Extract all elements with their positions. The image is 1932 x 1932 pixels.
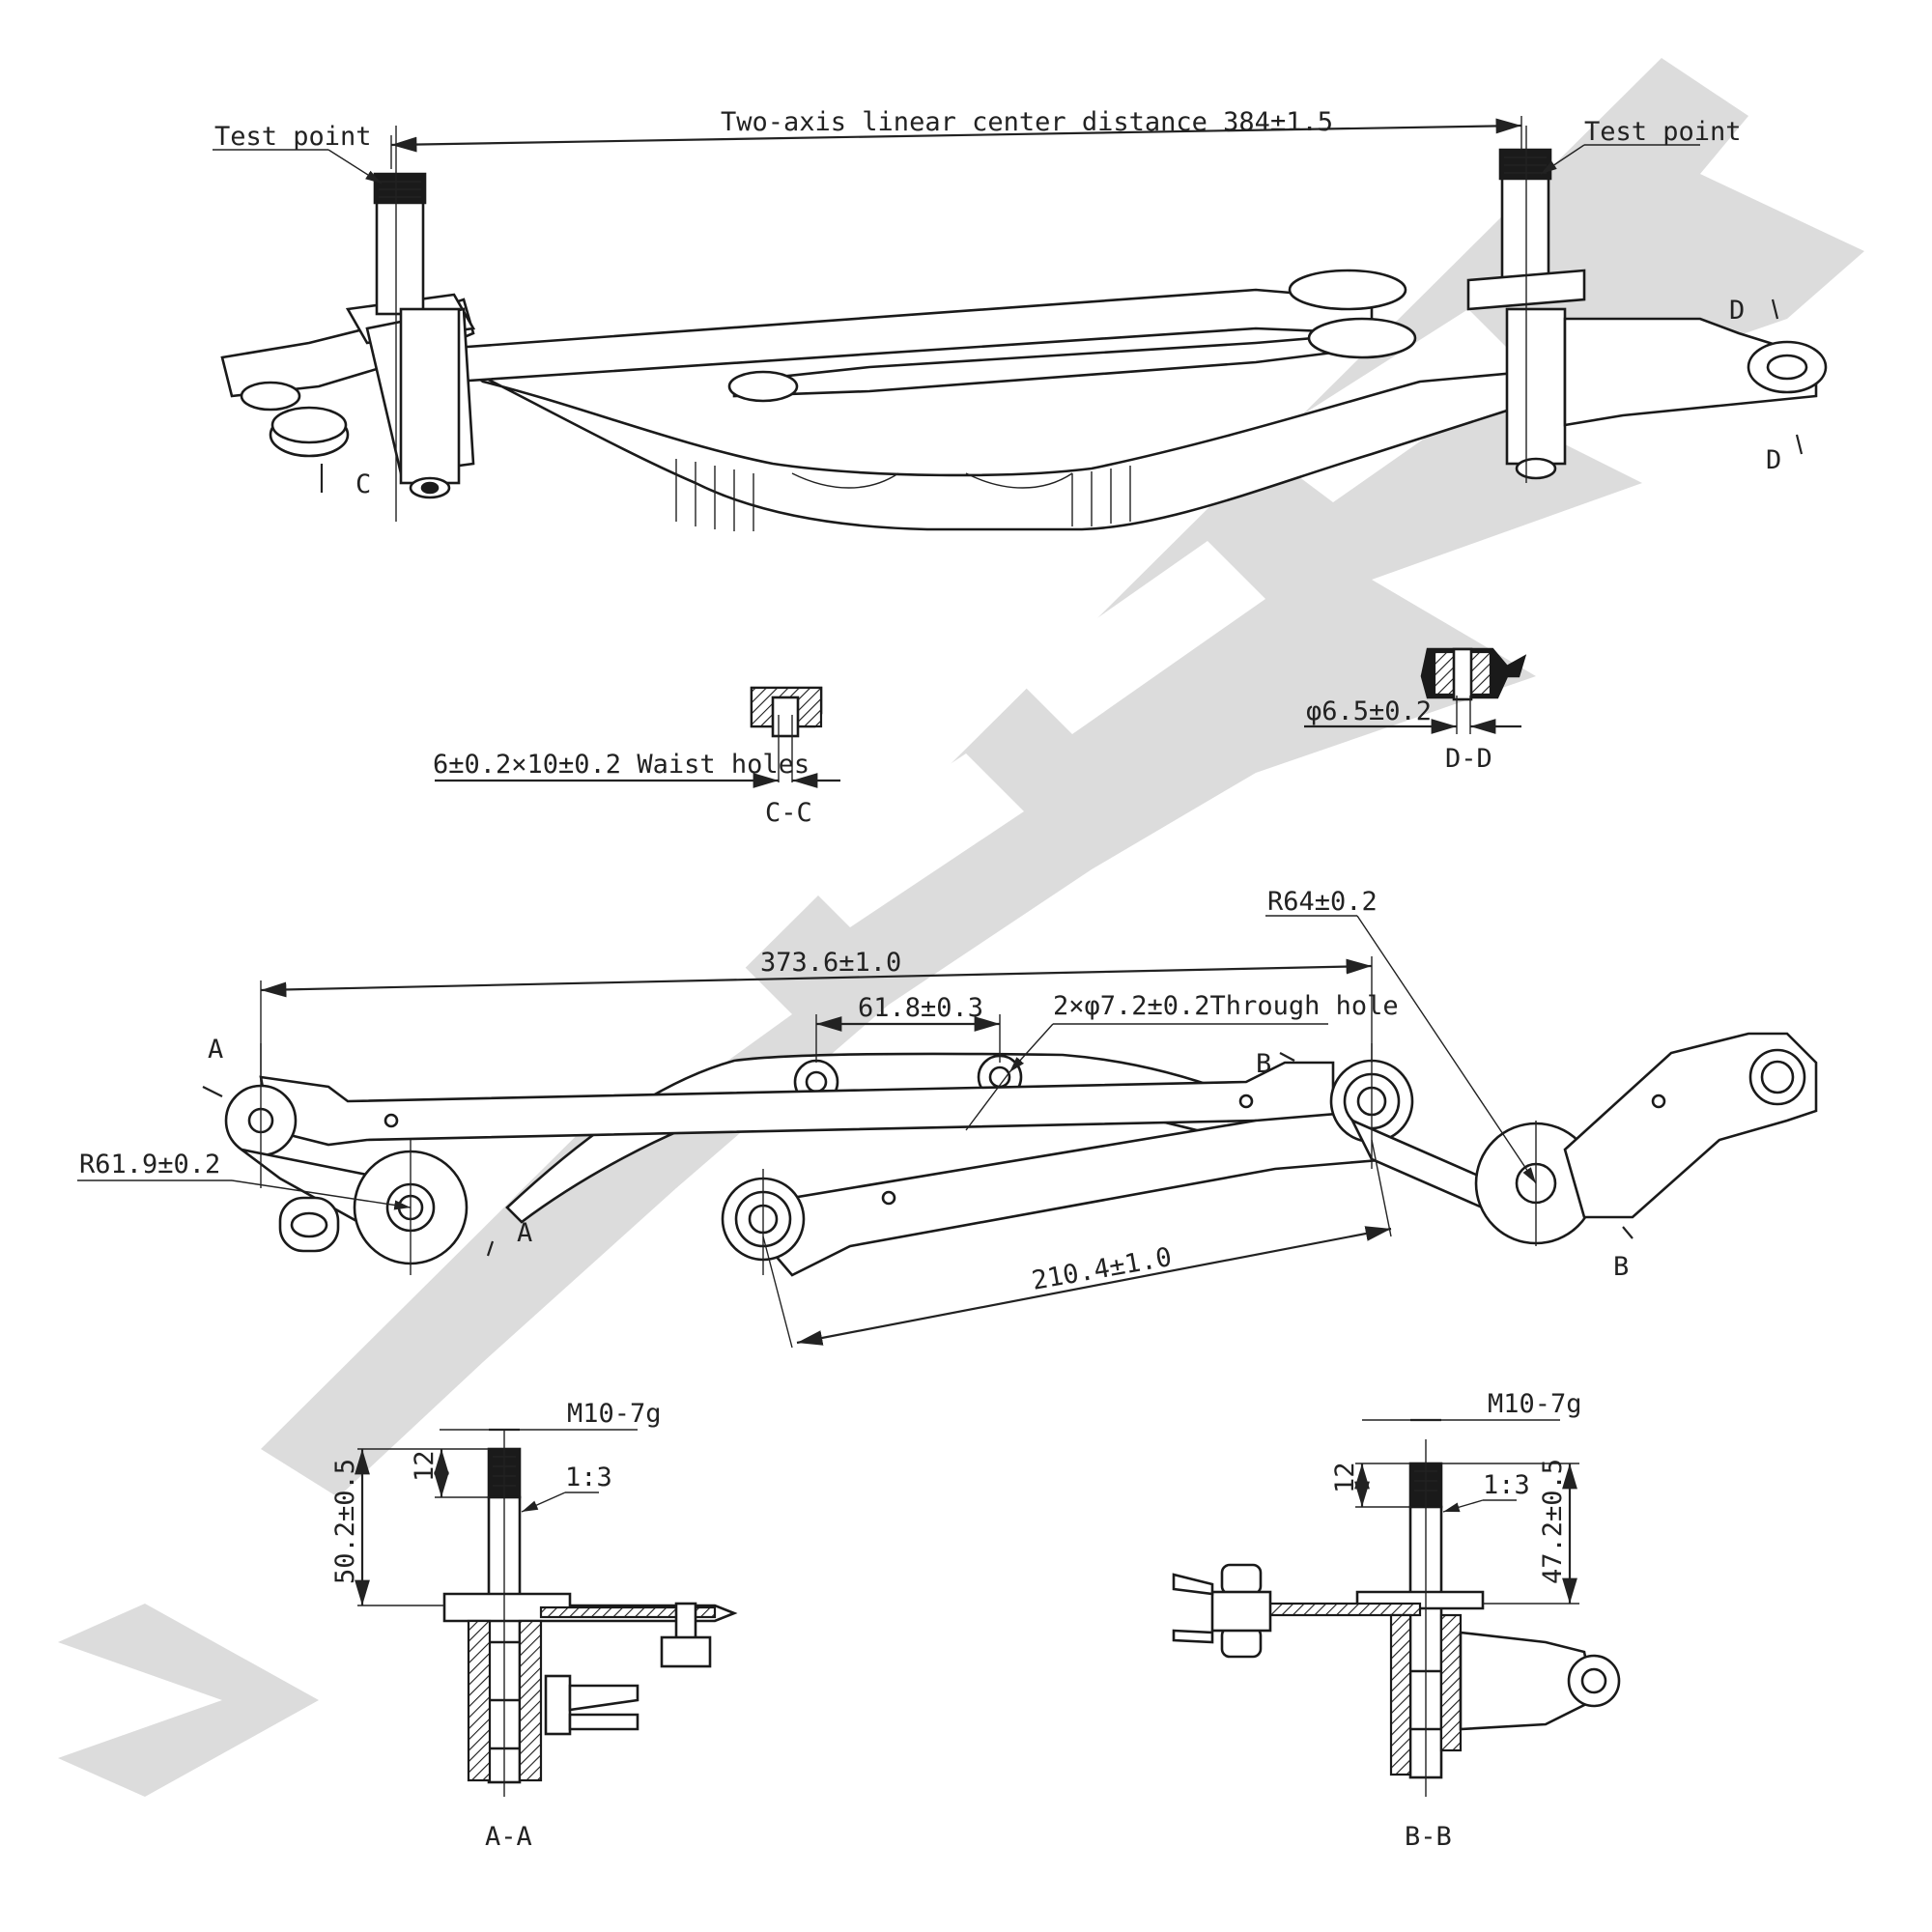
dim-210-label: 210.4±1.0 — [1030, 1242, 1174, 1296]
dim-373-label: 373.6±1.0 — [760, 948, 901, 978]
cc-waist-holes-note: 6±0.2×10±0.2 Waist holes — [433, 750, 810, 780]
top-view-dimensions: Two-axis linear center distance 384±1.5 … — [213, 107, 1742, 185]
aa-thread-label: M10-7g — [567, 1399, 662, 1429]
bb-taper-label: 1:3 — [1483, 1470, 1530, 1500]
section-aa: M10-7g 12 50.2±0.5 1:3 A-A — [330, 1399, 738, 1852]
aa-dim-50: 50.2±0.5 — [330, 1459, 360, 1584]
bb-dim-47: 47.2±0.5 — [1538, 1459, 1568, 1584]
bb-section-label: B-B — [1405, 1822, 1452, 1852]
section-cc: 6±0.2×10±0.2 Waist holes C-C — [433, 686, 840, 828]
test-point-left-label: Test point — [214, 122, 372, 152]
plan-marker-b-bottom: B — [1613, 1252, 1629, 1282]
bb-dim-12: 12 — [1330, 1462, 1360, 1493]
top-view-marker-d-bottom: D — [1766, 445, 1781, 475]
r61-label: R61.9±0.2 — [79, 1150, 220, 1179]
plan-view-dimensions: 373.6±1.0 61.8±0.3 2×φ7.2±0.2Through hol… — [77, 887, 1537, 1349]
top-view-marker-c: C — [355, 469, 371, 499]
section-dd: φ6.5±0.2 D-D — [1304, 647, 1527, 774]
bb-thread-label: M10-7g — [1488, 1389, 1582, 1419]
through-hole-label: 2×φ7.2±0.2Through hole — [1053, 991, 1399, 1021]
plan-marker-a-bottom: A — [517, 1218, 532, 1248]
top-view-marker-d-top: D — [1729, 296, 1745, 326]
section-bb: M10-7g 12 47.2±0.5 1:3 B-B — [1172, 1389, 1621, 1852]
plan-marker-a-top: A — [208, 1035, 223, 1065]
r64-label: R64±0.2 — [1267, 887, 1378, 917]
aa-section-label: A-A — [485, 1822, 532, 1852]
aa-dim-12: 12 — [410, 1450, 440, 1482]
aa-taper-label: 1:3 — [565, 1463, 612, 1492]
dd-diameter-note: φ6.5±0.2 — [1306, 696, 1432, 726]
top-view-assembly: C D D — [220, 126, 1828, 531]
dd-section-label: D-D — [1445, 744, 1492, 774]
cc-section-label: C-C — [765, 798, 812, 828]
plan-view-assembly: A A B B — [202, 1032, 1818, 1282]
dim-61-label: 61.8±0.3 — [858, 993, 983, 1023]
plan-marker-b-top: B — [1256, 1049, 1271, 1079]
test-point-right-label: Test point — [1584, 117, 1742, 147]
center-distance-label: Two-axis linear center distance 384±1.5 — [721, 107, 1333, 137]
